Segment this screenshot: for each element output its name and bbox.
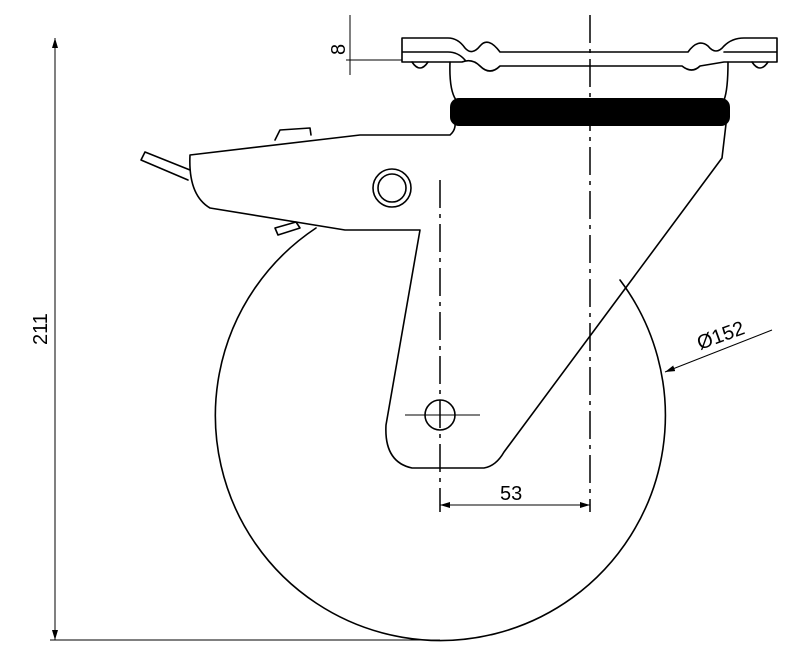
top-plate xyxy=(401,37,778,72)
brake-lever xyxy=(140,151,191,181)
brake-pedal-tab xyxy=(274,127,312,141)
offset-label: 53 xyxy=(500,483,522,505)
swivel-nut-outer xyxy=(372,168,412,208)
brake-shoe xyxy=(274,221,301,236)
diameter-label: Ø152 xyxy=(694,317,748,354)
plate-thickness-label: 8 xyxy=(328,44,350,55)
diameter-leader xyxy=(664,329,773,373)
wheel-outline xyxy=(214,227,667,642)
swivel-nut-inner xyxy=(377,173,407,203)
height-dimension-label: 211 xyxy=(30,313,52,345)
fork-body xyxy=(189,121,727,469)
plate-rivets xyxy=(411,61,769,69)
swivel-housing xyxy=(449,61,729,101)
